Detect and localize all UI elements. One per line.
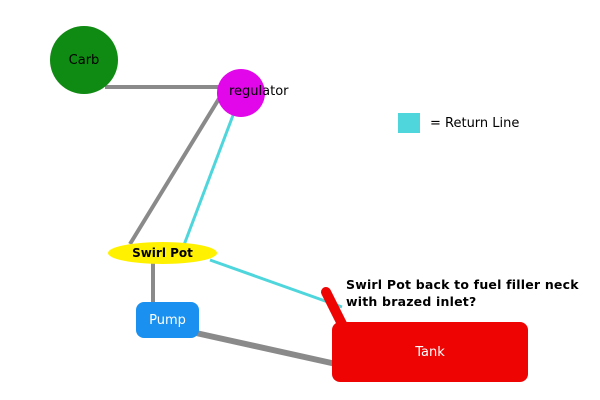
legend-label: = Return Line [430,115,520,131]
carb-node: Carb [50,26,118,94]
swirlpot-tank-return-line [209,258,343,309]
annotation-note: Swirl Pot back to fuel filler neck with … [346,276,579,310]
annotation-line-2: with brazed inlet? [346,294,477,309]
pump-node: Pump [136,302,199,338]
legend: = Return Line [398,113,519,133]
swirl-pot-node: Swirl Pot [108,242,217,264]
annotation-line-1: Swirl Pot back to fuel filler neck [346,277,579,292]
regulator-swirlpot-return-line [182,109,237,246]
tank-node: Tank [332,322,528,382]
pump-label: Pump [149,312,186,328]
regulator-label: regulator [229,84,289,99]
tank-label: Tank [415,344,445,360]
carb-label: Carb [68,52,100,68]
regulator-node: regulator [217,69,289,117]
pump-tank-line [195,330,337,367]
regulator-swirlpot-feed-line [128,95,222,246]
legend-swatch [398,113,420,133]
swirl-pot-label: Swirl Pot [132,246,193,260]
